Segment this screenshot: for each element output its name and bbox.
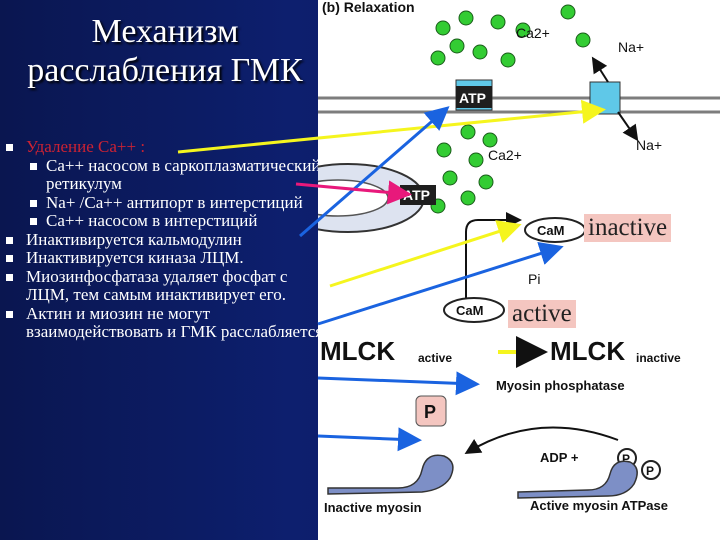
cell-membrane	[318, 98, 720, 112]
bullet-text: Инактивируется киназа ЛЦМ.	[26, 248, 244, 267]
na-top-label: Na+	[618, 39, 644, 55]
bullet-text: Актин и миозин не могут взаимодействоват…	[26, 304, 323, 342]
pi-label: Pi	[528, 271, 540, 287]
mlck-active-label: MLCK	[320, 336, 395, 366]
bullet-marker	[30, 200, 37, 207]
mlck-inactive-sub: inactive	[636, 351, 681, 365]
bullet-marker	[6, 144, 13, 151]
calcium-ions-extracellular	[431, 5, 590, 67]
na-ca-antiporter	[590, 82, 620, 114]
active-myosin-shape	[518, 461, 637, 498]
diagram-svg: (b) Relaxation ATP Ca2+ Na+ Na+	[318, 0, 720, 540]
bullet-text: Инактивируется кальмодулин	[26, 230, 242, 249]
inactive-overlay-label: inactive	[584, 214, 671, 242]
bullet-actin-myosin: Актин и миозин не могут взаимодействоват…	[6, 305, 326, 342]
na-right-label: Na+	[636, 137, 662, 153]
bullet-marker	[6, 274, 13, 281]
mlck-active-sub: active	[418, 351, 452, 365]
bullet-marker	[6, 255, 13, 262]
bullet-text: Ca++ насосом в интерстиций	[46, 211, 257, 230]
bullet-marker	[30, 163, 37, 170]
bullet-list: Удаление Ca++ : Ca++ насосом в саркоплаз…	[6, 138, 326, 342]
ca-top-label: Ca2+	[516, 25, 550, 41]
bullet-marker	[6, 311, 13, 318]
panel-title: (b) Relaxation	[322, 0, 415, 15]
calcium-ions-cytosol	[431, 125, 497, 213]
inactive-myosin-label: Inactive myosin	[324, 500, 422, 515]
bullet-text: Na+ /Ca++ антипорт в интерстиций	[46, 193, 303, 212]
sub-bullet-antiport: Na+ /Ca++ антипорт в интерстиций	[6, 194, 326, 213]
bullet-text: Ca++ насосом в саркоплазматический ретик…	[46, 156, 321, 194]
p-badge-label: P	[424, 402, 436, 422]
active-myosin-label: Active myosin ATPase	[530, 498, 668, 513]
bullet-text: Миозинфосфатаза удаляет фосфат с ЛЦМ, те…	[26, 267, 287, 305]
mlck-inactive-label: MLCK	[550, 336, 625, 366]
bullet-marker	[30, 218, 37, 225]
cam-top-label: CaM	[537, 223, 564, 238]
dephosphorylation-arrow	[468, 428, 618, 453]
bullet-kinase: Инактивируется киназа ЛЦМ.	[6, 249, 326, 268]
bullet-calmodulin: Инактивируется кальмодулин	[6, 231, 326, 250]
atp-sr-label: ATP	[403, 187, 430, 203]
inactive-myosin-shape	[328, 455, 453, 494]
relaxation-diagram: (b) Relaxation ATP Ca2+ Na+ Na+	[318, 0, 720, 540]
antiporter-in-arrow	[618, 112, 636, 138]
adp-label: ADP +	[540, 450, 579, 465]
cam-bottom-label: CaM	[456, 303, 483, 318]
bullet-marker	[6, 237, 13, 244]
myosin-phosphatase-label: Myosin phosphatase	[496, 378, 625, 393]
bullet-phosphatase: Миозинфосфатаза удаляет фосфат с ЛЦМ, те…	[6, 268, 326, 305]
slide-title: Механизм расслабления ГМК	[20, 12, 310, 90]
sub-bullet-interstitium-pump: Ca++ насосом в интерстиций	[6, 212, 326, 231]
bullet-text: Удаление Ca++ :	[26, 137, 145, 156]
ca-mid-label: Ca2+	[488, 147, 522, 163]
cam-release-arrow	[466, 220, 518, 300]
active-overlay-label: active	[508, 300, 576, 328]
phosphate-2-label: P	[646, 464, 654, 478]
bullet-calcium-removal: Удаление Ca++ :	[6, 138, 326, 157]
sub-bullet-sr-pump: Ca++ насосом в саркоплазматический ретик…	[6, 157, 326, 194]
antiporter-out-arrow	[594, 60, 608, 82]
atp-pump-label: ATP	[459, 90, 486, 106]
